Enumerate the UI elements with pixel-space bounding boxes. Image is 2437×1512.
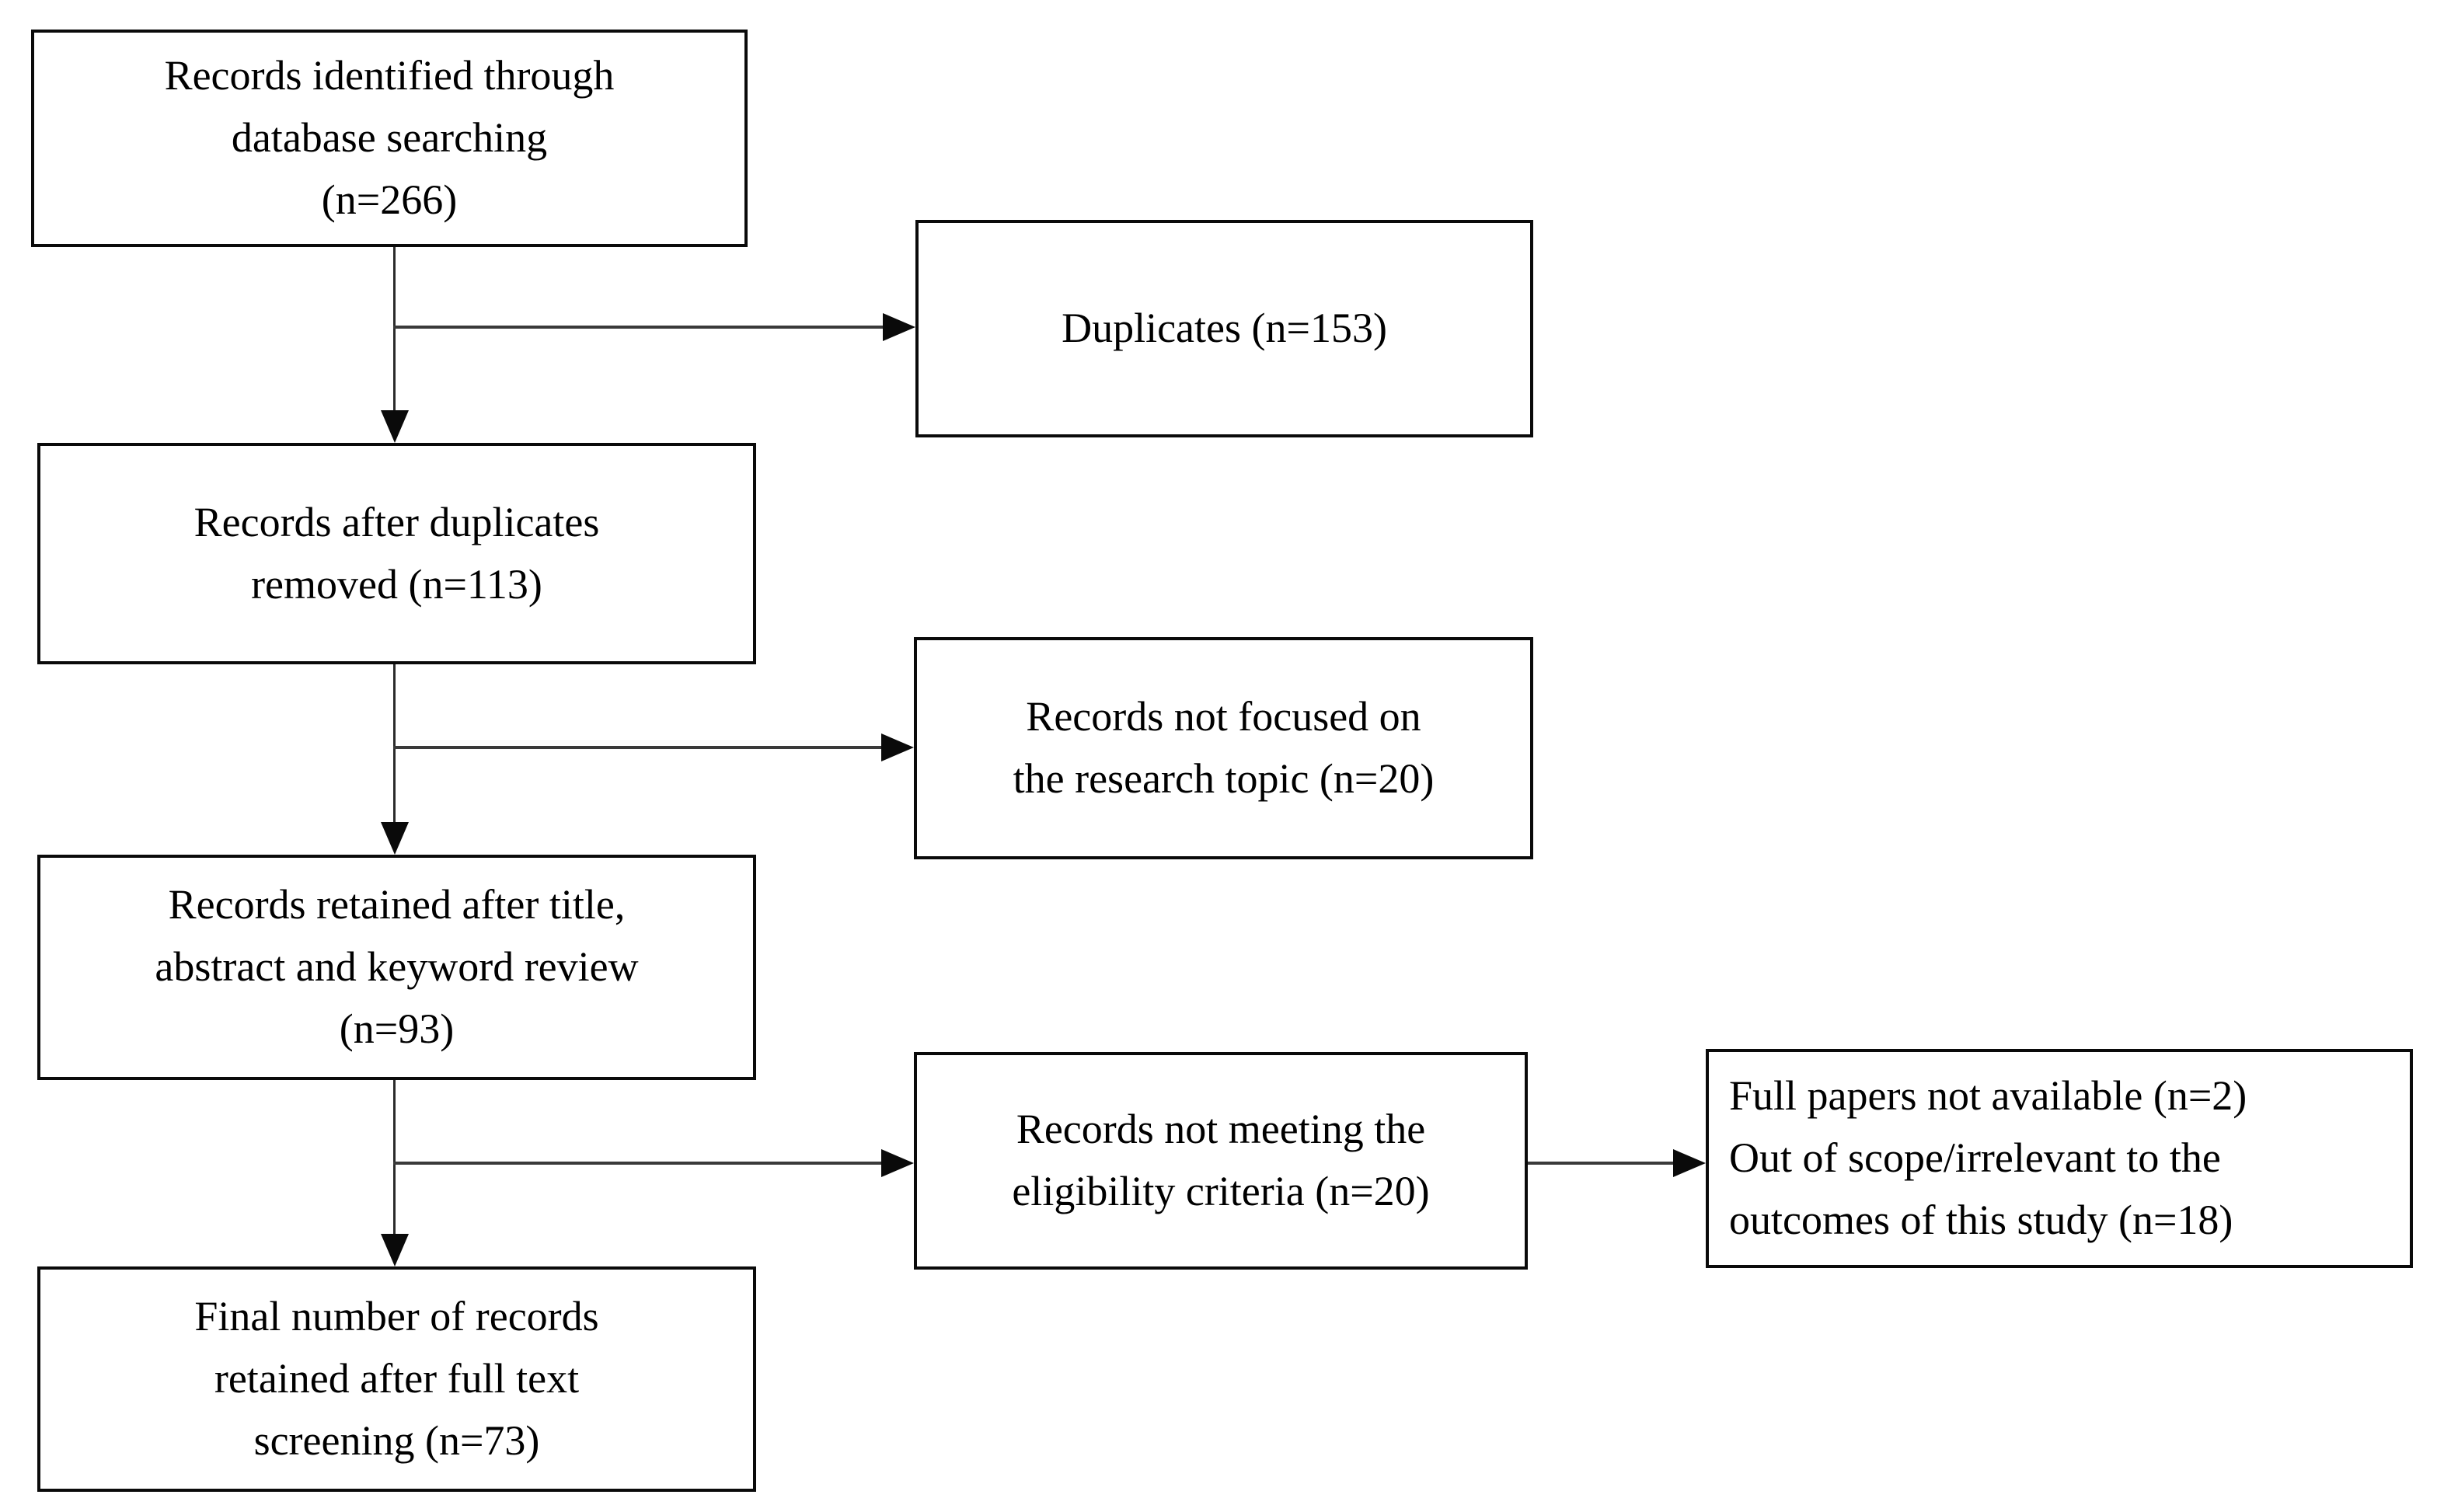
box-text-line: outcomes of this study (n=18) [1729, 1196, 2233, 1243]
arrow-line-eligibility-to-excluded [1528, 1162, 1675, 1165]
box-duplicates: Duplicates (n=153) [915, 220, 1533, 437]
arrowhead-right-icon [881, 733, 914, 761]
box-not-focused-on-topic: Records not focused on the research topi… [914, 637, 1533, 859]
arrowhead-right-icon [881, 1149, 914, 1177]
arrowhead-down-icon [381, 822, 409, 855]
box-text-line: screening (n=73) [253, 1416, 540, 1464]
arrowhead-right-icon [1673, 1149, 1706, 1177]
box-text-line: abstract and keyword review [155, 943, 639, 991]
arrowhead-down-icon [381, 410, 409, 443]
box-text-line: Records not meeting the [1016, 1106, 1426, 1153]
arrow-line-identified-to-after-duplicates [393, 247, 396, 413]
arrowhead-down-icon [381, 1234, 409, 1266]
box-text-line: Duplicates (n=153) [1062, 305, 1387, 352]
box-text-line: Records after duplicates [193, 498, 600, 545]
arrow-line-after-duplicates-to-retained [393, 664, 396, 825]
box-text-line: Records not focused on [1026, 693, 1421, 740]
box-text-line: Records retained after title, [168, 881, 626, 928]
arrowhead-right-icon [883, 313, 915, 341]
box-text-line: the research topic (n=20) [1013, 755, 1435, 802]
box-text-line: (n=93) [339, 1005, 455, 1052]
arrow-line-branch-to-not-focused [393, 746, 883, 749]
box-final-records: Final number of records retained after f… [37, 1266, 756, 1492]
box-text-line: eligibility criteria (n=20) [1012, 1168, 1430, 1214]
box-retained-after-review: Records retained after title, abstract a… [37, 855, 756, 1080]
box-full-papers-excluded: Full papers not available (n=2) Out of s… [1706, 1049, 2413, 1268]
box-text-line: Records identified through [164, 52, 615, 99]
arrow-line-retained-to-final [393, 1080, 396, 1237]
box-records-identified: Records identified through database sear… [31, 30, 748, 247]
arrow-line-branch-to-eligibility [393, 1162, 883, 1165]
box-text-line: Full papers not available (n=2) [1729, 1072, 2247, 1120]
arrow-line-branch-to-duplicates [393, 326, 884, 329]
box-text-line: database searching [231, 114, 548, 162]
box-text-line: Final number of records [194, 1293, 599, 1340]
box-text-line: (n=266) [321, 176, 458, 223]
box-not-meeting-eligibility: Records not meeting the eligibility crit… [914, 1052, 1528, 1270]
box-after-duplicates-removed: Records after duplicates removed (n=113) [37, 443, 756, 664]
box-text-line: retained after full text [214, 1355, 580, 1402]
box-text-line: Out of scope/irrelevant to the [1729, 1134, 2221, 1182]
box-text-line: removed (n=113) [251, 560, 542, 608]
